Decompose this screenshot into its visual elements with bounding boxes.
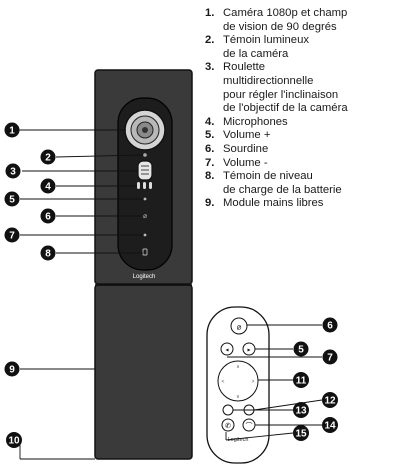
remote-callout-11: 11 [293, 372, 309, 388]
callout-6: 6 [40, 208, 56, 224]
legend-text: Témoin de niveau de charge de la batteri… [223, 170, 342, 196]
callout-7: 7 [4, 227, 20, 243]
legend-item-9: 9. Module mains libres [205, 197, 401, 211]
hangup-icon: ⌒ [246, 422, 253, 430]
component-legend: 1. Caméra 1080p et champ de vision de 90… [205, 7, 401, 211]
remote-mute-icon: ⌀ [237, 323, 242, 332]
svg-text:4: 4 [45, 182, 51, 193]
mute-icon: ⌀ [143, 213, 147, 220]
remote-mute-button [230, 317, 248, 335]
legend-item-2: 2. Témoin lumineux de la caméra [205, 34, 401, 61]
svg-text:10: 10 [8, 436, 20, 447]
svg-text:1: 1 [9, 126, 15, 137]
legend-item-5: 5. Volume + [205, 129, 401, 143]
remote-call-button [221, 418, 235, 432]
legend-number: 3. [205, 61, 215, 74]
svg-text:11: 11 [296, 376, 307, 387]
battery-level-icon [142, 248, 148, 256]
remote-callout-15: 15 [293, 425, 309, 441]
legend-item-8: 8. Témoin de niveau de charge de la batt… [205, 170, 401, 197]
remote-control: ⌀ ◂ ▸ ∧ ∨ < > ✆ ⌒ Logitech [206, 306, 270, 464]
pad-up-icon: ∧ [236, 364, 240, 370]
legend-number: 7. [205, 156, 215, 169]
legend-number: 2. [205, 34, 215, 47]
legend-text: Microphones [223, 115, 288, 128]
svg-text:14: 14 [324, 421, 336, 432]
legend-text: Roulette multidirectionnelle pour régler… [223, 61, 348, 115]
remote-callouts: 6 5 7 11 12 13 14 15 [293, 317, 338, 441]
remote-logo: Logitech [228, 437, 249, 443]
speakerphone-module [94, 284, 193, 460]
svg-text:3: 3 [10, 167, 16, 178]
remote-home-button [222, 404, 234, 416]
remote-leader-lines [225, 324, 323, 441]
remote-direction-pad [217, 360, 259, 402]
svg-text:6: 6 [45, 212, 51, 223]
camera-callouts: 1 2 3 4 5 6 7 8 9 10 [4, 122, 56, 448]
legend-number: 8. [205, 170, 215, 183]
callout-10: 10 [6, 432, 22, 448]
svg-text:5: 5 [298, 345, 304, 356]
legend-text: Témoin lumineux de la caméra [223, 34, 310, 60]
camera-led-indicator [143, 153, 147, 157]
legend-number: 9. [205, 197, 215, 210]
legend-number: 1. [205, 7, 215, 19]
callout-1: 1 [4, 122, 20, 138]
svg-text:7: 7 [327, 353, 333, 364]
remote-callout-6: 6 [322, 317, 338, 333]
call-icon: ✆ [225, 423, 231, 430]
remote-callout-14: 14 [322, 417, 338, 433]
pad-down-icon: ∨ [236, 394, 240, 400]
callout-8: 8 [40, 245, 56, 261]
svg-text:15: 15 [295, 429, 307, 440]
callout-4: 4 [40, 178, 56, 194]
svg-text:5: 5 [9, 195, 15, 206]
callout-2: 2 [40, 149, 56, 165]
svg-text:6: 6 [327, 321, 333, 332]
svg-text:12: 12 [324, 396, 336, 407]
svg-text:13: 13 [295, 406, 307, 417]
legend-number: 5. [205, 129, 215, 142]
volume-up-indicator [143, 197, 147, 201]
callout-5: 5 [4, 191, 20, 207]
pad-right-icon: > [252, 379, 255, 385]
camera-device: ⌀ Logitech [94, 69, 193, 460]
svg-text:7: 7 [9, 231, 15, 242]
legend-item-6: 6. Sourdine [205, 143, 401, 157]
svg-text:8: 8 [45, 249, 51, 260]
legend-text: Volume + [223, 129, 271, 142]
camera-leader-lines [17, 129, 144, 460]
legend-number: 6. [205, 142, 215, 155]
remote-volume-up-icon: ▸ [247, 348, 250, 354]
callout-3: 3 [5, 163, 21, 179]
camera-logo: Logitech [133, 274, 156, 280]
remote-volume-down-button [220, 342, 234, 356]
svg-text:9: 9 [9, 365, 15, 376]
volume-down-indicator [143, 233, 147, 237]
camera-lens [124, 109, 166, 151]
legend-item-3: 3. Roulette multidirectionnelle pour rég… [205, 61, 401, 115]
remote-callout-12: 12 [322, 392, 338, 408]
legend-number: 4. [205, 115, 215, 128]
legend-text: Volume - [223, 156, 268, 169]
svg-text:2: 2 [45, 153, 51, 164]
legend-item-7: 7. Volume - [205, 157, 401, 171]
remote-callout-13: 13 [293, 402, 309, 418]
remote-volume-down-icon: ◂ [225, 348, 228, 354]
remote-callout-7: 7 [322, 349, 338, 365]
callout-9: 9 [4, 361, 20, 377]
legend-text: Sourdine [223, 142, 269, 155]
legend-item-4: 4. Microphones [205, 116, 401, 130]
legend-item-1: 1. Caméra 1080p et champ de vision de 90… [205, 7, 401, 34]
pad-left-icon: < [222, 379, 225, 385]
legend-text: Module mains libres [223, 197, 324, 210]
legend-text: Caméra 1080p et champ de vision de 90 de… [223, 7, 348, 33]
microphones [137, 182, 152, 189]
remote-callout-5: 5 [293, 341, 309, 357]
